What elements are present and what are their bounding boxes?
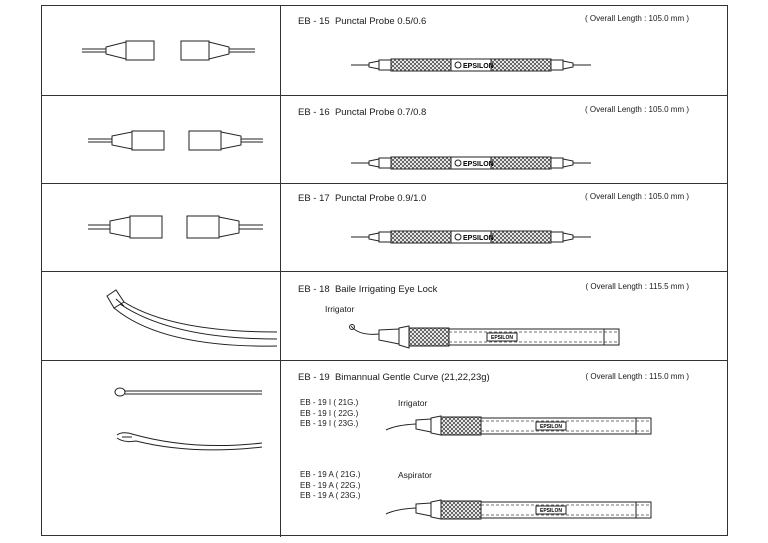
brand-logo: EPSILON bbox=[540, 508, 562, 514]
overall-length: ( Overall Length : 105.0 mm ) bbox=[584, 105, 689, 114]
item-title: EB - 15 Punctal Probe 0.5/0.6 bbox=[298, 16, 427, 27]
item-info-cell: EB - 17 Punctal Probe 0.9/1.0 ( Overall … bbox=[281, 184, 727, 271]
aspirator-drawing: EPSILON bbox=[385, 499, 652, 520]
aspirator-code-list: EB - 19 A ( 21G.) EB - 19 A ( 22G.) EB -… bbox=[300, 470, 360, 502]
irrigator-drawing: EPSILON bbox=[385, 415, 652, 436]
tip-detail-cell bbox=[42, 361, 281, 537]
aspirator-label: Aspirator bbox=[398, 470, 433, 480]
table-row: EB - 18 Baile Irrigating Eye Lock ( Over… bbox=[42, 271, 727, 360]
probe-tip-drawing bbox=[88, 215, 263, 239]
tip-detail-cell bbox=[42, 6, 281, 95]
overall-length: ( Overall Length : 105.0 mm ) bbox=[584, 14, 689, 23]
brand-logo: EPSILON bbox=[463, 235, 494, 242]
list-item: EB - 19 I ( 21G.) bbox=[300, 398, 359, 407]
item-title: EB - 18 Baile Irrigating Eye Lock bbox=[298, 284, 438, 295]
probe-tip-drawing bbox=[88, 130, 263, 151]
table-row: EB - 19 Bimannual Gentle Curve (21,22,23… bbox=[42, 360, 727, 537]
item-title: EB - 19 Bimannual Gentle Curve (21,22,23… bbox=[298, 372, 490, 383]
brand-logo: EPSILON bbox=[540, 424, 562, 430]
list-item: EB - 19 A ( 23G.) bbox=[300, 491, 361, 500]
table-row: EB - 15 Punctal Probe 0.5/0.6 ( Overall … bbox=[42, 6, 727, 95]
brand-logo: EPSILON bbox=[491, 335, 513, 341]
tip-detail-cell bbox=[42, 272, 281, 360]
instrument-drawing: EPSILON bbox=[351, 230, 591, 244]
irrigator-label: Irrigator bbox=[325, 304, 355, 314]
item-info-cell: EB - 15 Punctal Probe 0.5/0.6 ( Overall … bbox=[281, 6, 727, 95]
instrument-drawing: EPSILON bbox=[349, 324, 620, 349]
list-item: EB - 19 A ( 22G.) bbox=[300, 480, 361, 490]
list-item: EB - 19 I ( 22G.) bbox=[300, 408, 359, 418]
item-title: EB - 16 Punctal Probe 0.7/0.8 bbox=[298, 107, 427, 118]
overall-length: ( Overall Length : 105.0 mm ) bbox=[584, 192, 689, 201]
irrigator-label: Irrigator bbox=[398, 398, 428, 408]
cannula-tips-drawing bbox=[114, 387, 263, 451]
overall-length: ( Overall Length : 115.0 mm ) bbox=[585, 372, 689, 381]
instrument-drawing: EPSILON bbox=[351, 58, 591, 72]
overall-length: ( Overall Length : 115.5 mm ) bbox=[585, 282, 689, 291]
cannula-tip-drawing bbox=[106, 289, 278, 347]
instrument-drawing: EPSILON bbox=[351, 156, 591, 170]
tip-detail-cell bbox=[42, 184, 281, 271]
tip-detail-cell bbox=[42, 96, 281, 183]
table-row: EB - 16 Punctal Probe 0.7/0.8 ( Overall … bbox=[42, 95, 727, 183]
list-item: EB - 19 I ( 23G.) bbox=[300, 419, 359, 428]
item-info-cell: EB - 18 Baile Irrigating Eye Lock ( Over… bbox=[281, 272, 727, 360]
item-title: EB - 17 Punctal Probe 0.9/1.0 bbox=[298, 193, 427, 204]
irrigator-code-list: EB - 19 I ( 21G.) EB - 19 I ( 22G.) EB -… bbox=[300, 398, 358, 430]
item-info-cell: EB - 19 Bimannual Gentle Curve (21,22,23… bbox=[281, 361, 727, 537]
list-item: EB - 19 A ( 21G.) bbox=[300, 470, 361, 479]
catalog-table: EB - 15 Punctal Probe 0.5/0.6 ( Overall … bbox=[41, 5, 728, 537]
probe-tip-drawing bbox=[82, 40, 255, 61]
item-info-cell: EB - 16 Punctal Probe 0.7/0.8 ( Overall … bbox=[281, 96, 727, 183]
brand-logo: EPSILON bbox=[463, 63, 494, 70]
table-row: EB - 17 Punctal Probe 0.9/1.0 ( Overall … bbox=[42, 183, 727, 271]
brand-logo: EPSILON bbox=[463, 161, 494, 168]
